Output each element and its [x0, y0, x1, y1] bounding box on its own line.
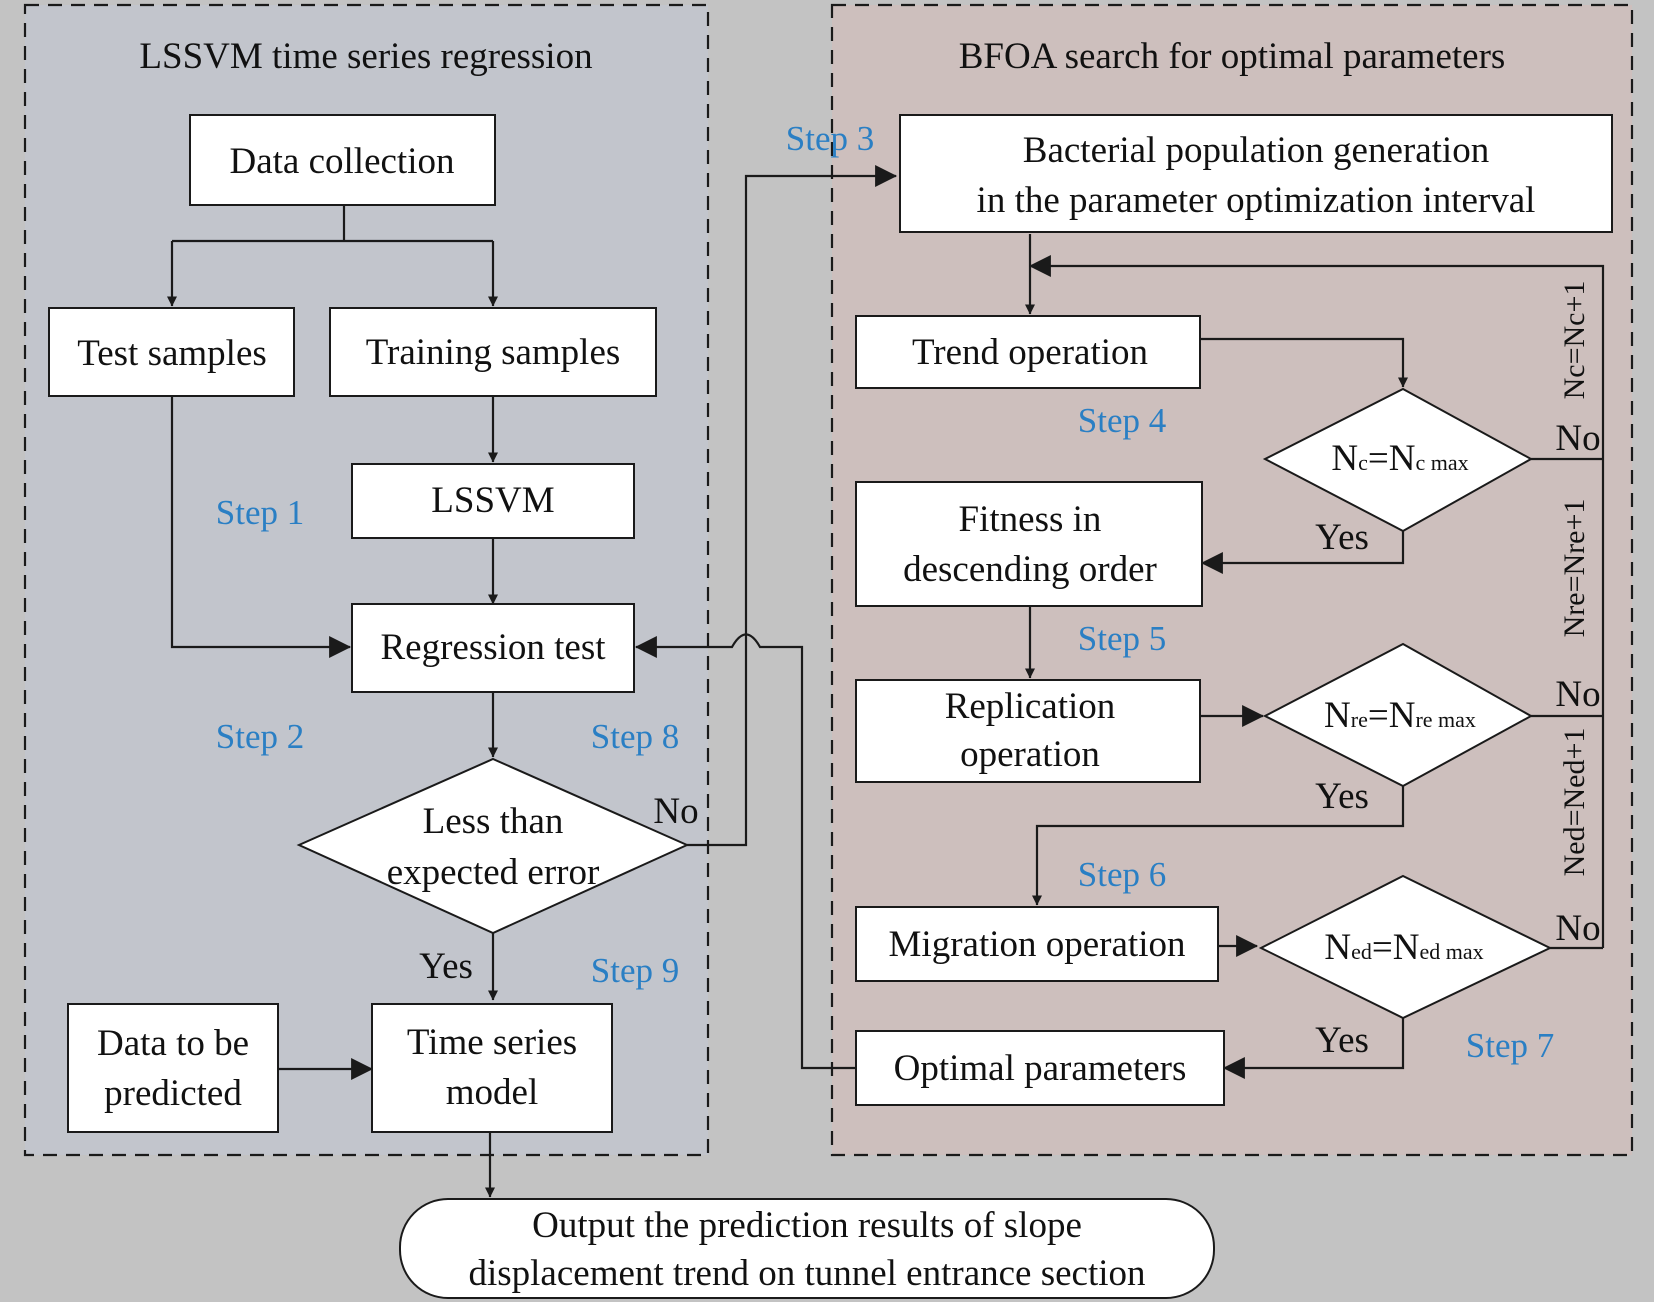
training-samples-box [329, 307, 657, 397]
edge-nre-yes-to-migration [1032, 786, 1405, 906]
lssvm-label: LSSVM [431, 480, 554, 521]
optimal-parameters-label: Optimal parameters [894, 1048, 1187, 1089]
data-to-be-predicted-label-2: predicted [104, 1073, 242, 1114]
data-collection-box [189, 114, 496, 206]
time-series-model-label-2: model [446, 1072, 538, 1113]
replication-label-2: operation [960, 734, 1100, 775]
nc-yes-label: Yes [1315, 517, 1369, 558]
trend-operation-box [855, 315, 1201, 389]
step-1-label: Step 1 [216, 493, 304, 532]
step-6-label: Step 6 [1078, 855, 1166, 894]
fitness-label-2: descending order [903, 549, 1157, 590]
error-decision-label-1: Less than [423, 801, 564, 842]
nc-increment-label: Nc=Nc+1 [1558, 281, 1591, 400]
nre-decision-diamond [1262, 642, 1534, 788]
error-decision-label-2: expected error [387, 852, 600, 893]
nc-decision-diamond [1262, 387, 1534, 533]
data-to-be-predicted-label-1: Data to be [97, 1023, 249, 1064]
fitness-label-1: Fitness in [959, 499, 1102, 540]
migration-box [855, 906, 1219, 982]
ned-decision-label: Ned=Ned max [1324, 927, 1483, 968]
output-label-2: displacement trend on tunnel entrance se… [468, 1253, 1145, 1294]
step-2-label: Step 2 [216, 717, 304, 756]
edge-nc-yes-to-fitness [1200, 531, 1405, 574]
ned-no-label: No [1555, 908, 1600, 949]
edge-ned-yes-to-optimal [1222, 1018, 1405, 1079]
regression-test-box [351, 603, 635, 693]
nre-yes-label: Yes [1315, 776, 1369, 817]
migration-label: Migration operation [889, 924, 1186, 965]
error-decision-no-label: No [653, 791, 698, 832]
bacterial-population-label-1: Bacterial population generation [1023, 130, 1489, 171]
ned-decision-diamond [1258, 874, 1553, 1020]
nre-decision-label: Nre=Nre max [1324, 695, 1476, 736]
edge-trend-to-nc [1200, 337, 1408, 388]
ned-increment-label: Ned=Ned+1 [1558, 728, 1591, 877]
edge-decision-no-to-bacterial [687, 165, 898, 847]
fitness-box [855, 481, 1203, 607]
edge-test-to-regression [170, 396, 352, 658]
test-samples-box [48, 307, 295, 397]
edge-optimal-to-regression [634, 633, 856, 1070]
time-series-model-label-1: Time series [407, 1022, 577, 1063]
replication-box [855, 679, 1201, 783]
test-samples-label: Test samples [77, 333, 267, 374]
step-8-label: Step 8 [591, 717, 679, 756]
output-label-1: Output the prediction results of slope [532, 1205, 1082, 1246]
bacterial-population-label-2: in the parameter optimization interval [977, 180, 1536, 221]
right-panel-title: BFOA search for optimal parameters [959, 36, 1506, 77]
nre-no-label: No [1555, 674, 1600, 715]
optimal-parameters-box [855, 1030, 1225, 1106]
left-panel-title: LSSVM time series regression [139, 36, 592, 77]
edge-loop-return [1028, 255, 1605, 948]
step-5-label: Step 5 [1078, 619, 1166, 658]
replication-label-1: Replication [945, 686, 1116, 727]
data-collection-label: Data collection [230, 141, 455, 182]
step-4-label: Step 4 [1078, 401, 1166, 440]
lssvm-box [351, 463, 635, 539]
bacterial-population-box [899, 114, 1613, 233]
trend-operation-label: Trend operation [912, 332, 1148, 373]
time-series-model-box [371, 1003, 613, 1133]
regression-test-label: Regression test [380, 627, 606, 668]
step-7-label: Step 7 [1466, 1026, 1554, 1065]
nre-increment-label: Nre=Nre+1 [1558, 499, 1591, 638]
step-3-label: Step 3 [786, 119, 874, 158]
training-samples-label: Training samples [366, 332, 621, 373]
ned-yes-label: Yes [1315, 1020, 1369, 1061]
nc-decision-label: Nc=Nc max [1331, 438, 1468, 479]
edge-data-collection-split [172, 205, 493, 243]
data-to-be-predicted-box [67, 1003, 279, 1133]
nc-no-label: No [1555, 418, 1600, 459]
error-decision-diamond [296, 757, 690, 935]
output-terminal [399, 1198, 1215, 1299]
step-9-label: Step 9 [591, 951, 679, 990]
error-decision-yes-label: Yes [419, 946, 473, 987]
